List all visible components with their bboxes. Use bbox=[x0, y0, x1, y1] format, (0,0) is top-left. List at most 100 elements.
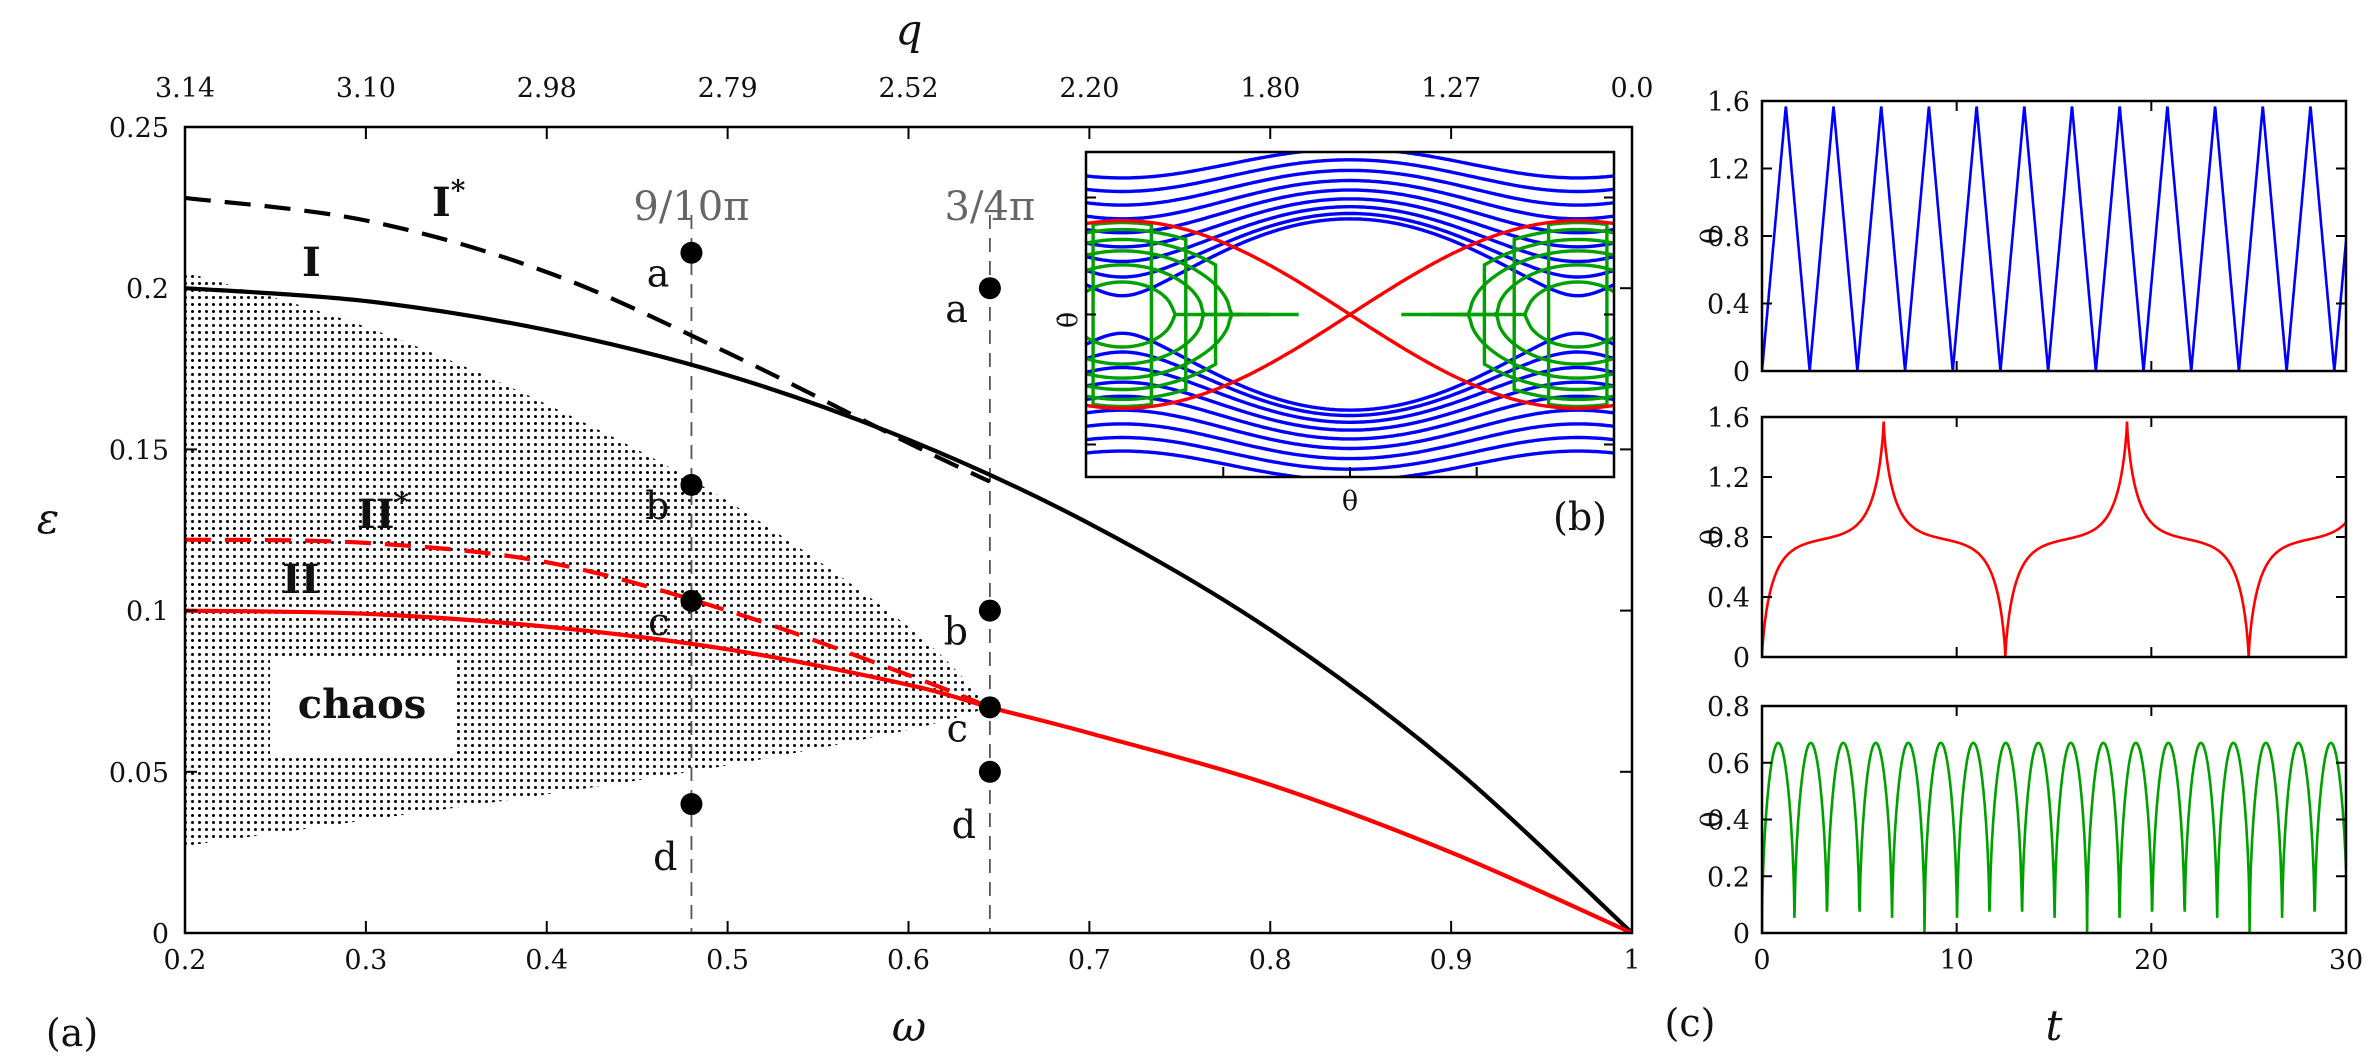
rotating-orbit-5-lower bbox=[1086, 408, 1614, 451]
rotating-orbit-3-lower bbox=[1086, 380, 1614, 432]
rotating-orbit-6-upper bbox=[1086, 168, 1614, 207]
vertical-line-label-2: 3/4π bbox=[945, 184, 1036, 230]
phase-portrait bbox=[1086, 152, 1614, 477]
point-c-2 bbox=[680, 589, 703, 612]
curve-II bbox=[185, 608, 1632, 933]
timeseries-line-3 bbox=[1762, 741, 2346, 933]
timeseries-3: 0 0.2 0.4 0.6 0.8 0 10 20 30 θ bbox=[1696, 692, 2363, 976]
x-tick-label-5: 0.7 bbox=[1068, 945, 1111, 976]
point-d-3 bbox=[680, 793, 703, 816]
rotating-orbit-5-upper bbox=[1086, 178, 1614, 221]
rotating-orbit-6-lower bbox=[1086, 422, 1614, 461]
panel-c-x-label: t bbox=[2046, 1001, 2063, 1050]
x-tick-label-3: 0.5 bbox=[706, 945, 749, 976]
c2-y-tick-label-0: 0 bbox=[1733, 643, 1750, 674]
x-tick-label-4: 0.6 bbox=[887, 945, 930, 976]
point-b-1 bbox=[680, 473, 703, 496]
point-label-2: c bbox=[648, 600, 669, 644]
x-tick-label-0: 0.2 bbox=[164, 945, 207, 976]
c1-y-tick-label-3: 1.2 bbox=[1707, 155, 1750, 186]
c1-y-label: θ bbox=[1696, 228, 1727, 244]
x-tick-label-1: 0.3 bbox=[344, 945, 387, 976]
point-label-4: a bbox=[945, 287, 968, 331]
point-a-4 bbox=[978, 277, 1001, 300]
c3-y-label: θ bbox=[1696, 811, 1727, 827]
timeseries-frame-2 bbox=[1760, 415, 2348, 659]
rotating-orbit-2-lower bbox=[1086, 365, 1614, 424]
point-label-7: d bbox=[952, 803, 976, 847]
point-d-7 bbox=[978, 760, 1001, 783]
c3-y-tick-label-1: 0.2 bbox=[1707, 862, 1750, 893]
y-tick-label-5: 0.25 bbox=[109, 113, 169, 144]
y-axis-label: ε bbox=[37, 494, 60, 543]
top-tick-label-0: 3.14 bbox=[155, 73, 215, 104]
librating-orbit-5-1 bbox=[1546, 220, 1609, 409]
c3-y-tick-label-3: 0.6 bbox=[1707, 749, 1750, 780]
c1-y-tick-label-4: 1.6 bbox=[1707, 87, 1750, 118]
curve-label-II: II bbox=[282, 556, 319, 603]
c-x-tick-label-2: 20 bbox=[2134, 945, 2168, 976]
point-label-1: b bbox=[645, 484, 669, 528]
panel-label-b: (b) bbox=[1553, 495, 1607, 539]
top-tick-label-4: 2.52 bbox=[878, 73, 938, 104]
librating-orbit-4-0 bbox=[1086, 227, 1188, 402]
top-tick-label-8: 0.0 bbox=[1611, 73, 1654, 104]
point-label-5: b bbox=[944, 610, 968, 654]
c3-y-tick-label-0: 0 bbox=[1733, 919, 1750, 950]
c2-y-tick-label-2: 0.8 bbox=[1707, 523, 1750, 554]
curve-label-I: I bbox=[302, 239, 321, 286]
top-axis-label: q bbox=[896, 5, 923, 54]
vertical-line-label-1: 9/10π bbox=[633, 184, 749, 230]
rotating-orbit-1-lower bbox=[1086, 350, 1614, 418]
curve-label-I-star: I* bbox=[432, 174, 466, 226]
c2-y-label: θ bbox=[1696, 529, 1727, 545]
x-tick-label-8: 1 bbox=[1623, 945, 1640, 976]
top-tick-label-7: 1.27 bbox=[1421, 73, 1481, 104]
c2-y-tick-label-3: 1.2 bbox=[1707, 463, 1750, 494]
panel-label-c: (c) bbox=[1665, 1001, 1716, 1045]
c2-y-tick-label-4: 1.6 bbox=[1707, 403, 1750, 434]
curves bbox=[185, 195, 1632, 933]
c3-y-tick-label-2: 0.4 bbox=[1707, 806, 1750, 837]
curve-II-star bbox=[185, 537, 991, 710]
panel-label-a: (a) bbox=[46, 1011, 98, 1055]
rotating-orbit-8-lower bbox=[1086, 449, 1614, 477]
inset-x-label: θ bbox=[1342, 486, 1358, 517]
c3-y-tick-label-4: 0.8 bbox=[1707, 692, 1750, 723]
chaos-label-box bbox=[270, 660, 455, 755]
point-label-3: d bbox=[653, 835, 677, 879]
timeseries-1: 00.40.81.21.6θ bbox=[1696, 87, 2348, 388]
panel-b-inset: θ θ̇ (b) bbox=[1053, 150, 1616, 539]
c-x-tick-label-3: 30 bbox=[2329, 945, 2363, 976]
timeseries-2: 00.40.81.21.6θ bbox=[1696, 403, 2348, 674]
rotating-orbit-3-upper bbox=[1086, 197, 1614, 249]
librating-orbit-5-0 bbox=[1091, 220, 1154, 409]
librating-orbit-0-1 bbox=[1401, 280, 1614, 349]
top-tick-label-2: 2.98 bbox=[517, 73, 577, 104]
point-c-6 bbox=[978, 696, 1001, 719]
panel-c: 0 0.4 0.8 1.2 1.6 θ 0 0.4 0.8 1.2 1.6 θ 0 0.2 0.4 0.6… bbox=[1665, 87, 2364, 1050]
chaos-label: chaos bbox=[298, 681, 427, 728]
x-tick-label-7: 0.9 bbox=[1430, 945, 1473, 976]
c-x-tick-label-1: 10 bbox=[1939, 945, 1973, 976]
y-tick-label-3: 0.15 bbox=[109, 435, 169, 466]
y-tick-label-1: 0.05 bbox=[109, 758, 169, 789]
c1-y-tick-label-1: 0.4 bbox=[1707, 290, 1750, 321]
librating-orbit-1-1 bbox=[1430, 263, 1614, 366]
separatrix-lower bbox=[1086, 312, 1614, 410]
c-x-tick-label-0: 0 bbox=[1753, 945, 1770, 976]
point-label-0: a bbox=[647, 252, 670, 296]
timeseries-line-1 bbox=[1762, 106, 2346, 371]
rotating-orbit-8-upper bbox=[1086, 152, 1614, 180]
top-tick-label-5: 2.20 bbox=[1059, 73, 1119, 104]
inset-y-label: θ̇ bbox=[1053, 312, 1084, 328]
rotating-orbit-7-upper bbox=[1086, 158, 1614, 194]
point-a-0 bbox=[680, 241, 703, 264]
curve-I bbox=[185, 286, 1632, 933]
y-tick-label-2: 0.1 bbox=[126, 597, 169, 628]
